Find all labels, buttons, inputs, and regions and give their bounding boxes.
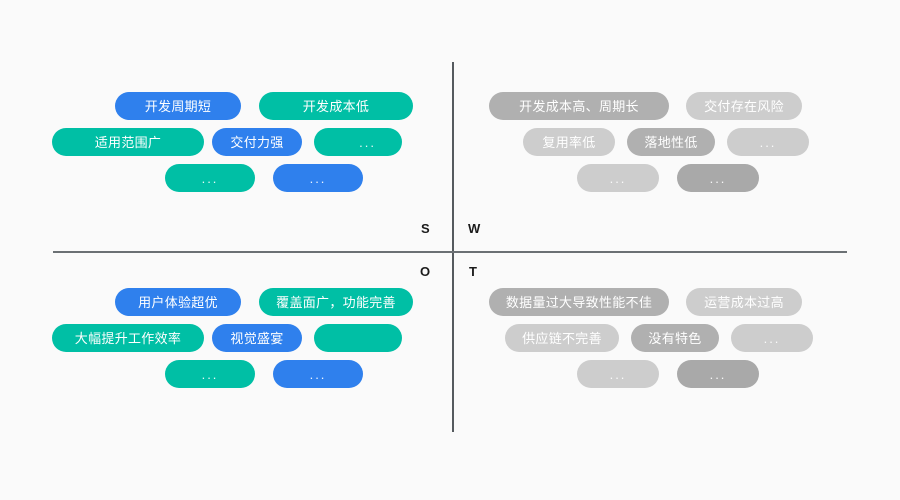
opportunity-pill[interactable]: ... bbox=[273, 360, 363, 388]
opportunity-pill[interactable]: 视觉盛宴 bbox=[212, 324, 302, 352]
ellipsis-text: ... bbox=[609, 170, 627, 186]
ellipsis-text: ... bbox=[759, 134, 777, 150]
weakness-row: ...... bbox=[483, 164, 823, 192]
opportunity-pill[interactable] bbox=[314, 324, 402, 352]
threat-pill[interactable]: 供应链不完善 bbox=[505, 324, 619, 352]
strength-row: 适用范围广交付力强... bbox=[40, 128, 440, 156]
weakness-pill[interactable]: 复用率低 bbox=[523, 128, 615, 156]
ellipsis-text: ... bbox=[359, 134, 376, 150]
quadrant-threats: 数据量过大导致性能不佳运营成本过高供应链不完善没有特色......... bbox=[483, 288, 823, 388]
strength-pill[interactable]: 开发成本低 bbox=[259, 92, 413, 120]
opportunity-pill[interactable]: ... bbox=[165, 360, 255, 388]
ellipsis-text: ... bbox=[309, 366, 327, 382]
threat-row: 数据量过大导致性能不佳运营成本过高 bbox=[483, 288, 823, 316]
threat-pill[interactable]: 没有特色 bbox=[631, 324, 719, 352]
threat-pill[interactable]: ... bbox=[577, 360, 659, 388]
strength-pill[interactable]: ... bbox=[165, 164, 255, 192]
strength-row: ...... bbox=[40, 164, 440, 192]
weakness-row: 复用率低落地性低... bbox=[483, 128, 823, 156]
quadrant-letter-s: S bbox=[421, 221, 431, 236]
opportunity-pill[interactable]: 用户体验超优 bbox=[115, 288, 241, 316]
ellipsis-text: ... bbox=[201, 366, 219, 382]
quadrant-strengths: 开发周期短开发成本低适用范围广交付力强......... bbox=[40, 92, 440, 192]
horizontal-axis-line bbox=[53, 251, 847, 253]
opportunity-row: 大幅提升工作效率视觉盛宴 bbox=[40, 324, 440, 352]
strength-pill[interactable]: ... bbox=[314, 128, 402, 156]
weakness-pill[interactable]: 落地性低 bbox=[627, 128, 715, 156]
weakness-pill[interactable]: ... bbox=[677, 164, 759, 192]
weakness-pill[interactable]: 开发成本高、周期长 bbox=[489, 92, 669, 120]
ellipsis-text: ... bbox=[309, 170, 327, 186]
quadrant-letter-t: T bbox=[469, 264, 478, 279]
ellipsis-text: ... bbox=[709, 170, 727, 186]
ellipsis-text: ... bbox=[609, 366, 627, 382]
opportunity-pill[interactable]: 覆盖面广，功能完善 bbox=[259, 288, 413, 316]
weakness-pill[interactable]: ... bbox=[577, 164, 659, 192]
strength-pill[interactable]: 适用范围广 bbox=[52, 128, 204, 156]
threat-pill[interactable]: ... bbox=[677, 360, 759, 388]
weakness-pill[interactable]: ... bbox=[727, 128, 809, 156]
threat-pill[interactable]: ... bbox=[731, 324, 813, 352]
strength-pill[interactable]: 交付力强 bbox=[212, 128, 302, 156]
threat-row: ...... bbox=[483, 360, 823, 388]
ellipsis-text: ... bbox=[201, 170, 219, 186]
opportunity-pill[interactable]: 大幅提升工作效率 bbox=[52, 324, 204, 352]
strength-pill[interactable]: 开发周期短 bbox=[115, 92, 241, 120]
threat-pill[interactable]: 数据量过大导致性能不佳 bbox=[489, 288, 669, 316]
quadrant-weaknesses: 开发成本高、周期长交付存在风险复用率低落地性低......... bbox=[483, 92, 823, 192]
weakness-row: 开发成本高、周期长交付存在风险 bbox=[483, 92, 823, 120]
threat-row: 供应链不完善没有特色... bbox=[483, 324, 823, 352]
quadrant-letter-w: W bbox=[468, 221, 481, 236]
ellipsis-text: ... bbox=[709, 366, 727, 382]
quadrant-letter-o: O bbox=[420, 264, 431, 279]
vertical-axis-line bbox=[452, 62, 454, 432]
opportunity-row: 用户体验超优覆盖面广，功能完善 bbox=[40, 288, 440, 316]
strength-pill[interactable]: ... bbox=[273, 164, 363, 192]
quadrant-opportunities: 用户体验超优覆盖面广，功能完善大幅提升工作效率视觉盛宴...... bbox=[40, 288, 440, 388]
ellipsis-text: ... bbox=[763, 330, 781, 346]
threat-pill[interactable]: 运营成本过高 bbox=[686, 288, 802, 316]
strength-row: 开发周期短开发成本低 bbox=[40, 92, 440, 120]
weakness-pill[interactable]: 交付存在风险 bbox=[686, 92, 802, 120]
opportunity-row: ...... bbox=[40, 360, 440, 388]
